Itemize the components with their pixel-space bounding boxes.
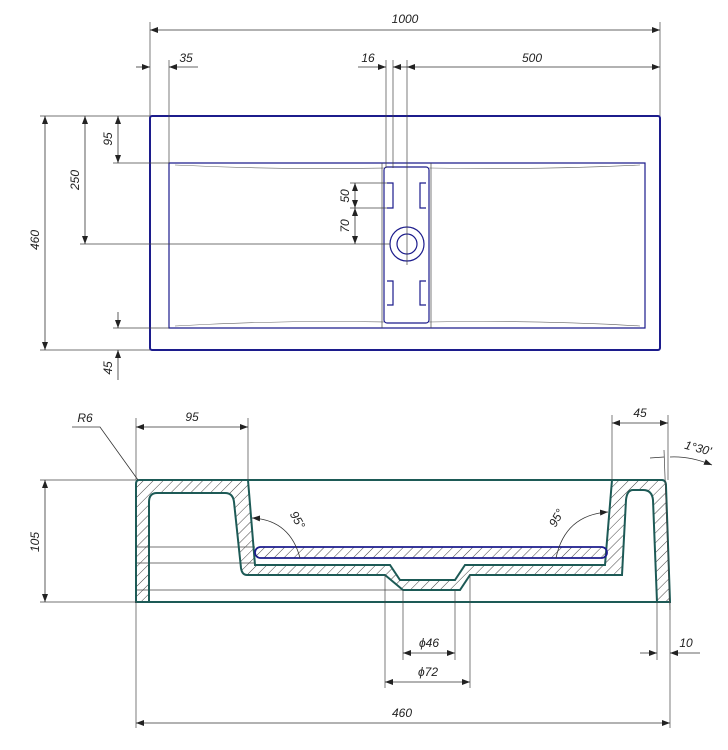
dim-overall-depth: 460 <box>28 230 42 250</box>
dim-section-overall-depth: 460 <box>392 706 412 720</box>
top-view: 1000 35 16 500 460 250 95 45 50 70 <box>28 12 661 380</box>
basin-slope-front <box>174 321 641 327</box>
drain-slots <box>387 182 426 306</box>
section-body <box>135 479 672 603</box>
dim-draft-angle: 1°30' <box>683 438 713 459</box>
drain-channel <box>383 166 430 324</box>
dim-wall-angle-left: 95° <box>287 509 308 532</box>
drain-grate-plate <box>254 546 608 559</box>
dim-drain-from-back: 250 <box>68 170 82 191</box>
dim-wall-thickness: 10 <box>679 636 693 650</box>
dim-slot-length: 50 <box>338 189 352 203</box>
dim-right-rim: 45 <box>633 406 647 420</box>
dim-wall-angle-right: 95° <box>546 506 567 529</box>
dim-drain-outer-dia: ϕ72 <box>418 665 438 679</box>
dim-height: 105 <box>28 532 42 552</box>
dim-front-rim: 45 <box>101 361 115 375</box>
dim-corner-radius: R6 <box>77 411 93 425</box>
dim-divider-width: 16 <box>361 51 375 65</box>
dim-slot-to-drain: 70 <box>338 219 352 233</box>
section-view: 105 95 R6 45 1°30' 95° 95° ϕ46 ϕ72 <box>28 406 714 728</box>
basin-outline <box>168 162 646 329</box>
dim-drain-inner-dia: ϕ46 <box>419 636 439 650</box>
sink-outer-outline <box>149 115 661 351</box>
dim-overall-width: 1000 <box>392 12 419 26</box>
basin-slope-back <box>174 164 641 169</box>
dim-back-rim: 95 <box>101 132 115 146</box>
dim-half-width: 500 <box>522 51 542 65</box>
dim-left-rim: 95 <box>185 410 199 424</box>
dim-edge-offset: 35 <box>179 51 193 65</box>
